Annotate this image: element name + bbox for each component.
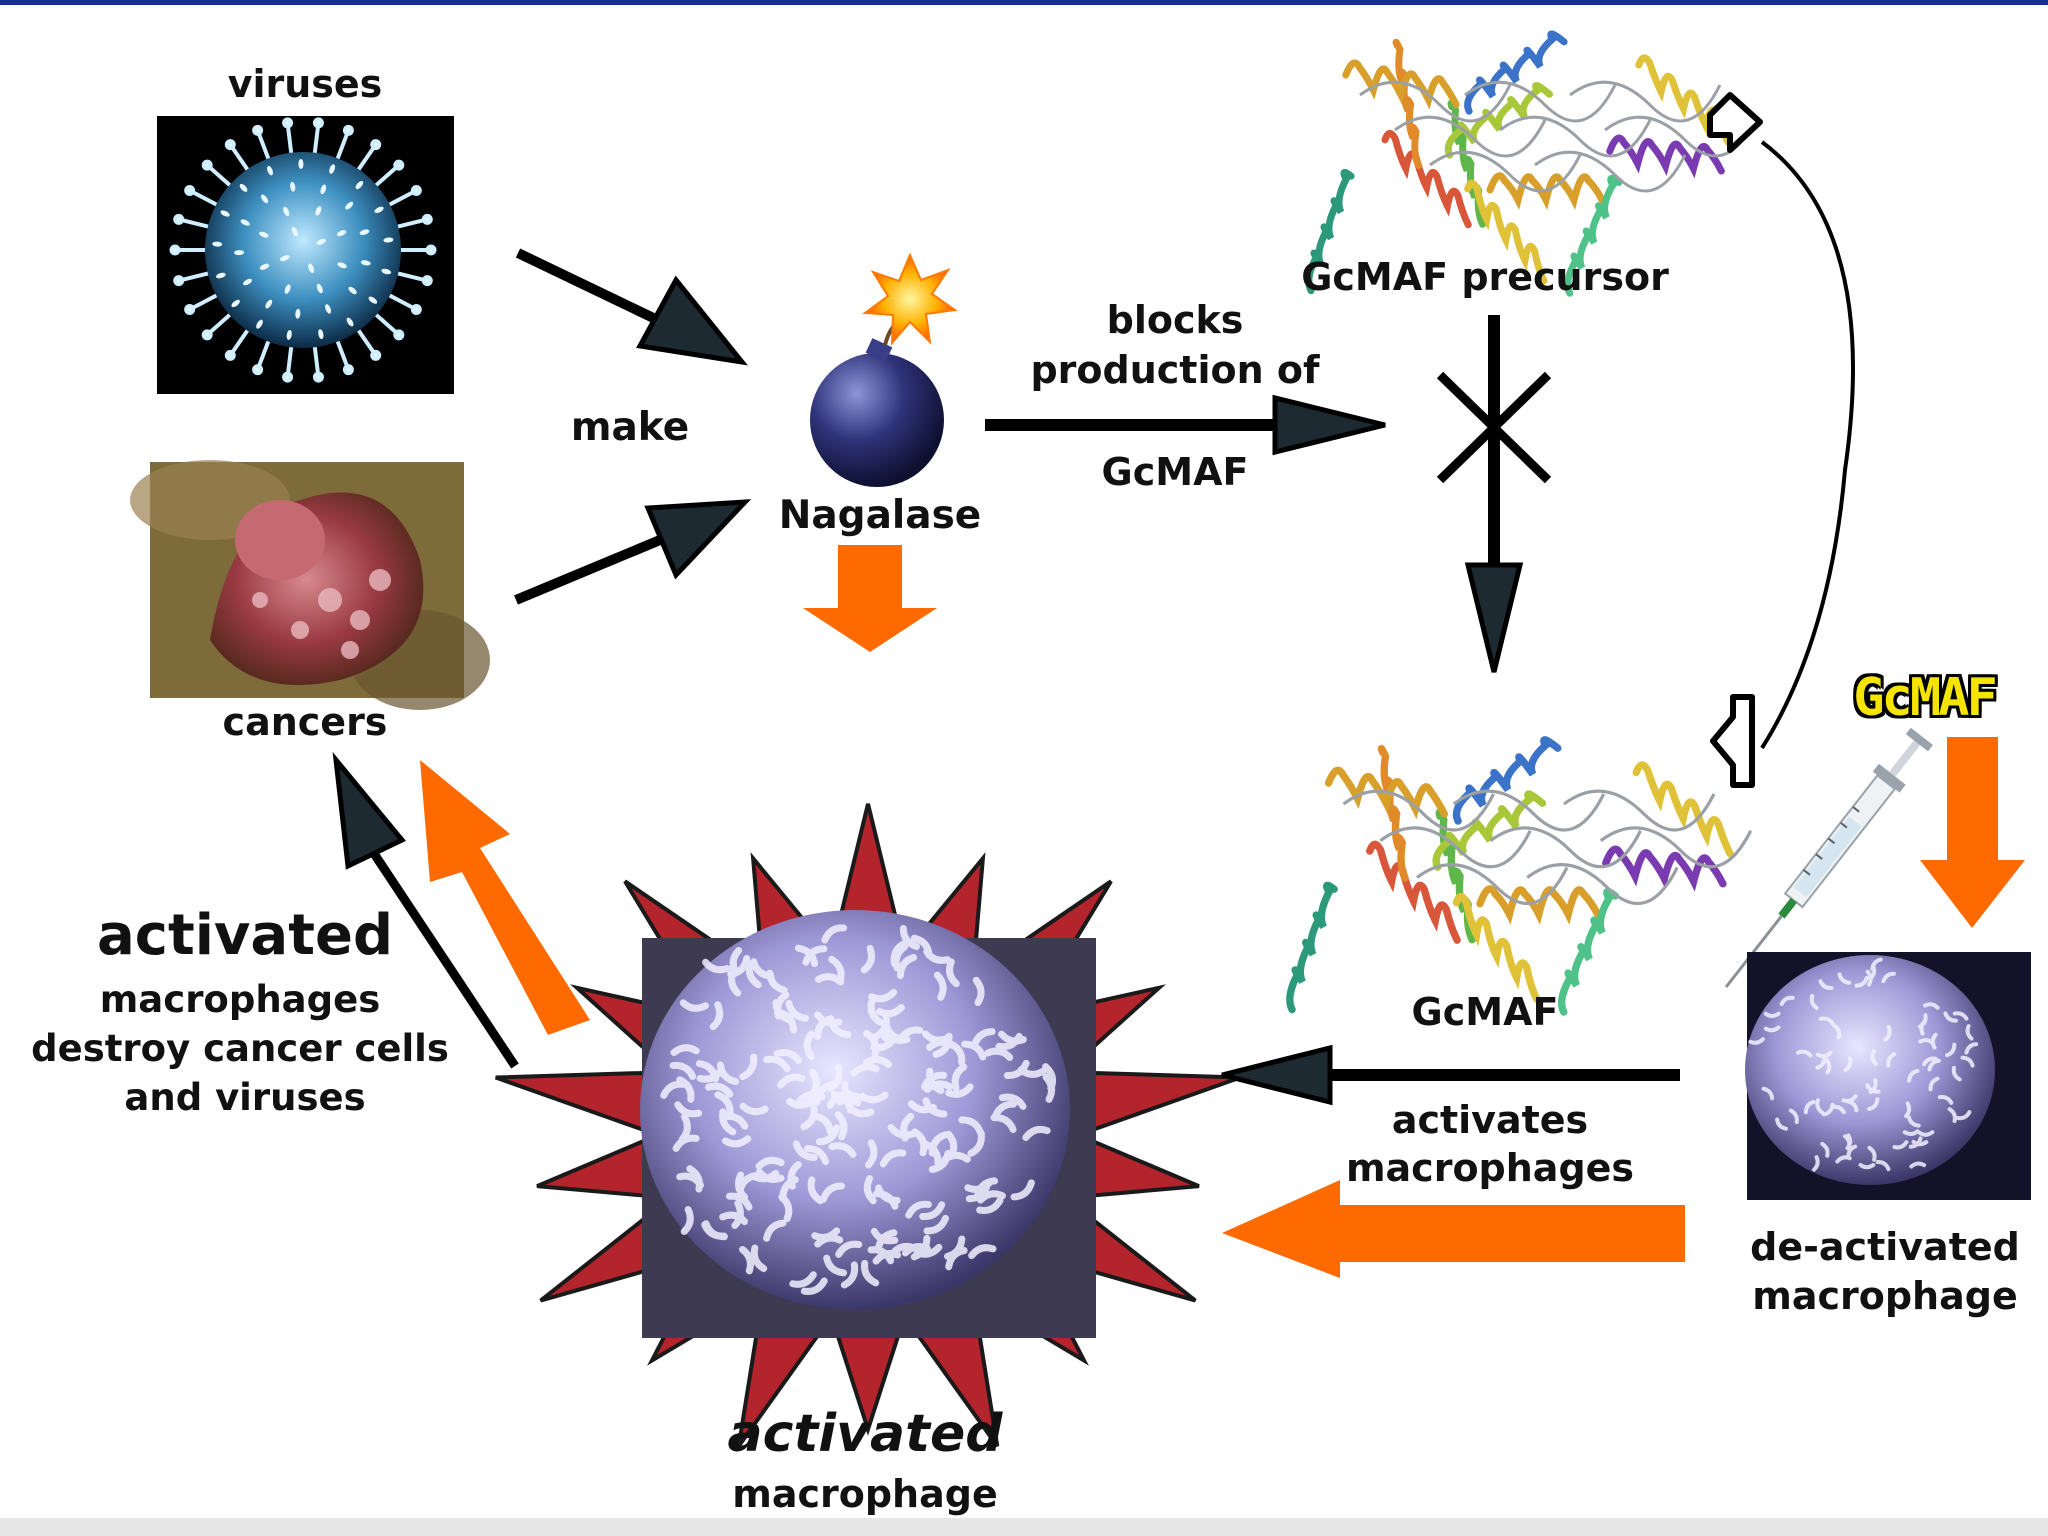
label-gcmaf-precursor: GcMAF precursor — [1270, 255, 1700, 301]
label-and-viruses: and viruses — [60, 1076, 430, 1120]
arrow-blocks-production — [985, 398, 1385, 452]
label-gcmaf: GcMAF — [1385, 990, 1585, 1036]
hollow-arrow-bottom — [1713, 697, 1752, 785]
arrow-cancer-to-nagalase — [516, 502, 745, 600]
orange-arrow-gcmaf-down — [1920, 737, 2025, 928]
gcmaf-protein-image — [1290, 740, 1751, 1012]
deactivated-macrophage-image — [1745, 952, 2031, 1200]
bomb-icon — [810, 255, 955, 487]
arrow-virus-to-nagalase — [518, 253, 742, 362]
label-activated-italic: activated — [660, 1403, 1070, 1465]
label-activates: activates — [1340, 1098, 1640, 1144]
label-nagalase: Nagalase — [770, 493, 990, 540]
hollow-arrow-top — [1710, 95, 1760, 150]
virus-image — [157, 116, 454, 394]
label-cancers: cancers — [200, 700, 410, 746]
label-deactivated-macrophage: macrophage — [1725, 1274, 2045, 1320]
label-deactivated: de-activated — [1725, 1225, 2045, 1271]
spark-icon — [865, 255, 955, 343]
label-blocks: blocks — [1080, 298, 1270, 344]
label-make: make — [555, 405, 705, 452]
label-viruses: viruses — [200, 62, 410, 108]
arrow-gcmaf-activates — [1222, 1048, 1680, 1102]
bottom-bar — [0, 1518, 2048, 1536]
label-destroy-macrophages: macrophages — [40, 978, 440, 1022]
cancer-cell-image — [130, 460, 490, 710]
label-activates-macrophages: macrophages — [1300, 1146, 1680, 1192]
label-activated-heading: activated — [45, 902, 445, 969]
orange-arrow-activates — [1222, 1180, 1685, 1278]
arrow-precursor-to-gcmaf — [1468, 315, 1520, 672]
label-production-of: production of — [1010, 348, 1340, 394]
orange-arrow-down-nagalase — [803, 545, 937, 652]
label-activated-macrophage: macrophage — [690, 1472, 1040, 1518]
activated-macrophage-image — [640, 910, 1096, 1338]
label-gcmaf-badge: GcMAF — [1828, 668, 2020, 728]
label-destroy-cancer-cells: destroy cancer cells — [5, 1027, 475, 1071]
label-blocks-gcmaf: GcMAF — [1080, 450, 1270, 496]
orange-arrow-to-cancers — [420, 760, 590, 1035]
